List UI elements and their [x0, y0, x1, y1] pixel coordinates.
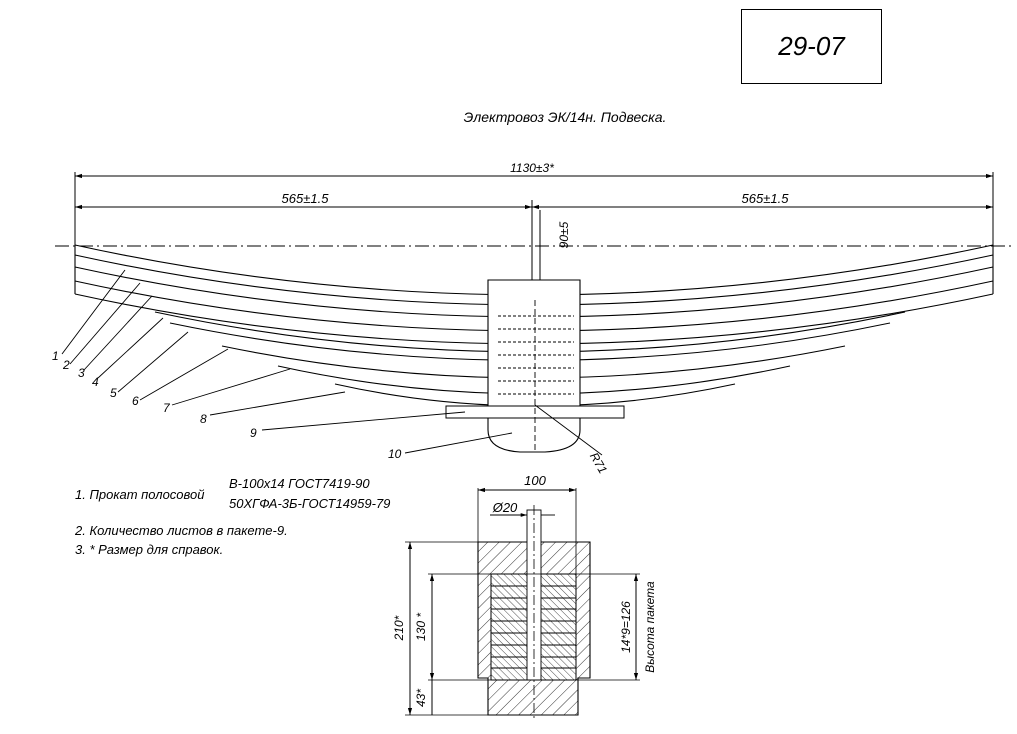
note-1-material-line2: 50ХГФА-3Б-ГОСТ14959-79 — [229, 496, 391, 511]
drawing-number-stamp: 29-07 — [741, 9, 882, 84]
radius-label: R71 — [587, 450, 610, 476]
bolt-diameter-label: Ø20 — [492, 500, 518, 515]
inner-height-label: 130 * — [414, 613, 428, 641]
note-1-material-line1: В-100х14 ГОСТ7419-90 — [229, 476, 370, 491]
leaf-leaders — [61, 269, 513, 454]
section-width-label: 100 — [524, 473, 546, 488]
center-clamp: R71 — [445, 279, 625, 476]
overall-length-label: 1130±3* — [510, 161, 554, 175]
half-right-label: 565±1.5 — [742, 191, 790, 206]
leaf-number: 10 — [388, 447, 402, 461]
pack-height-caption: Высота пакета — [643, 581, 657, 673]
note-1-prefix: 1. Прокат полосовой — [75, 487, 205, 502]
leaf-number: 3 — [78, 366, 85, 380]
pack-height-label: 14*9=126 — [619, 601, 633, 653]
note-3: 3. * Размер для справок. — [75, 542, 224, 557]
camber-label: 90±5 — [557, 221, 571, 248]
leaf-number: 5 — [110, 386, 117, 400]
note-2: 2. Количество листов в пакете-9. — [75, 523, 288, 538]
leaf-number: 4 — [92, 375, 99, 389]
drawing-title: Электровоз ЭК/14н. Подвеска. — [464, 109, 667, 125]
leaf-number: 8 — [200, 412, 207, 426]
leaf-number: 7 — [163, 401, 171, 415]
drawing-number: 29-07 — [778, 31, 845, 61]
overall-length-dimension: 1130±3* — [74, 161, 994, 245]
leaf-number: 6 — [132, 394, 139, 408]
leaf-number: 9 — [250, 426, 257, 440]
half-left-label: 565±1.5 — [282, 191, 330, 206]
section-view: 100 Ø20 210* 130 * 43* 14*9=126 Высота п… — [392, 473, 657, 718]
leaf-number: 1 — [52, 349, 59, 363]
leaf-number: 2 — [62, 358, 70, 372]
base-height-label: 43* — [414, 689, 428, 707]
leaf-numbers: 1 2 3 4 5 6 7 8 9 10 — [52, 349, 402, 461]
total-height-label: 210* — [392, 615, 406, 641]
